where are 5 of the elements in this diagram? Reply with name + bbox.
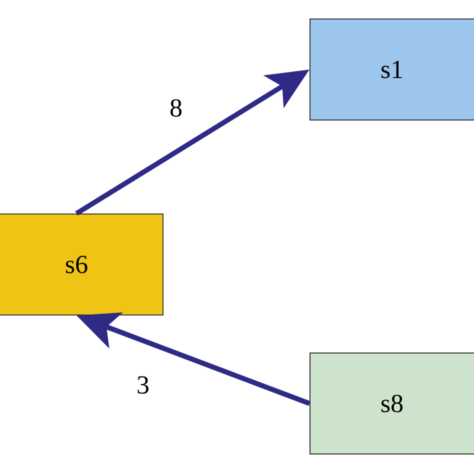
- edge-label: 3: [136, 375, 150, 395]
- process-box: s8: [310, 352, 474, 454]
- edge-label: 8: [168, 98, 184, 118]
- process-box: s1: [310, 18, 474, 120]
- process-box: s6: [0, 214, 164, 316]
